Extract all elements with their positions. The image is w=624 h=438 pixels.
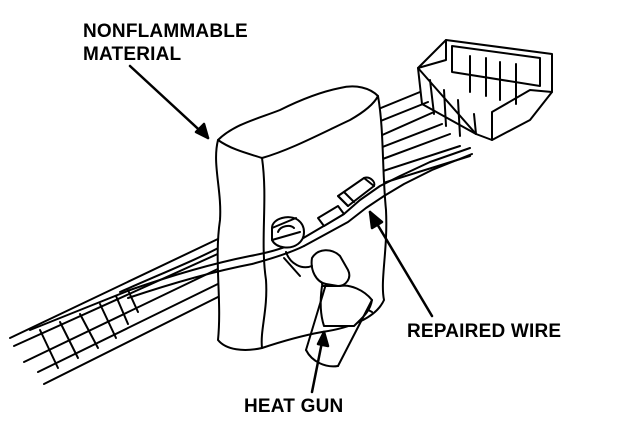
nonflammable-label-line2: MATERIAL [83, 44, 182, 65]
nonflammable-material-label: NONFLAMMABLE MATERIAL [83, 20, 248, 66]
wire-bundle-left [9, 237, 229, 385]
heat-gun-label: HEAT GUN [244, 396, 344, 417]
sleeve-ring [271, 216, 305, 249]
heat-shrink-tube [317, 176, 376, 227]
connector [417, 39, 553, 141]
nonflammable-label-line1: NONFLAMMABLE [83, 21, 248, 42]
repaired-wire-leader [368, 210, 434, 318]
heat-gun-device [283, 249, 373, 368]
repaired-wire-label: REPAIRED WIRE [407, 321, 562, 342]
wire-bundle-right [375, 91, 471, 185]
nonflammable-leader [128, 64, 210, 140]
callout-arrows [128, 64, 434, 394]
tape-wrap [39, 289, 139, 369]
